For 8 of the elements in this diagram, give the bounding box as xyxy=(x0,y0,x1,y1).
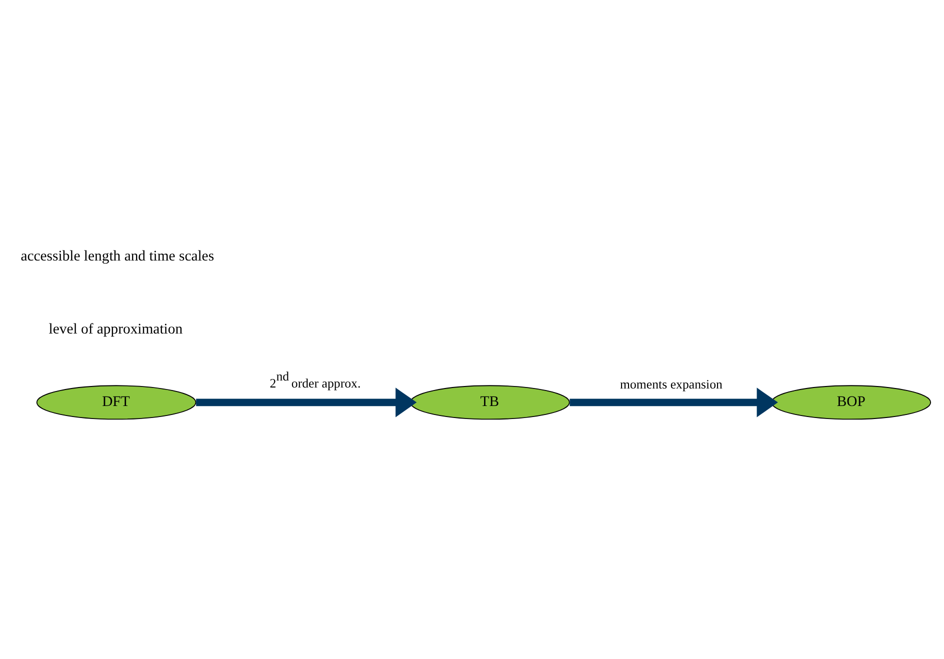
label: level of approximation xyxy=(48,320,183,337)
node-ellipse: DFT xyxy=(36,384,196,420)
arrow xyxy=(196,387,417,417)
node-ellipse: TB xyxy=(410,384,570,420)
node-ellipse: BOP xyxy=(771,384,932,420)
label: accessible length and time scales xyxy=(20,248,214,264)
edge-label: moments expansion xyxy=(620,376,722,391)
arrow xyxy=(570,387,778,417)
